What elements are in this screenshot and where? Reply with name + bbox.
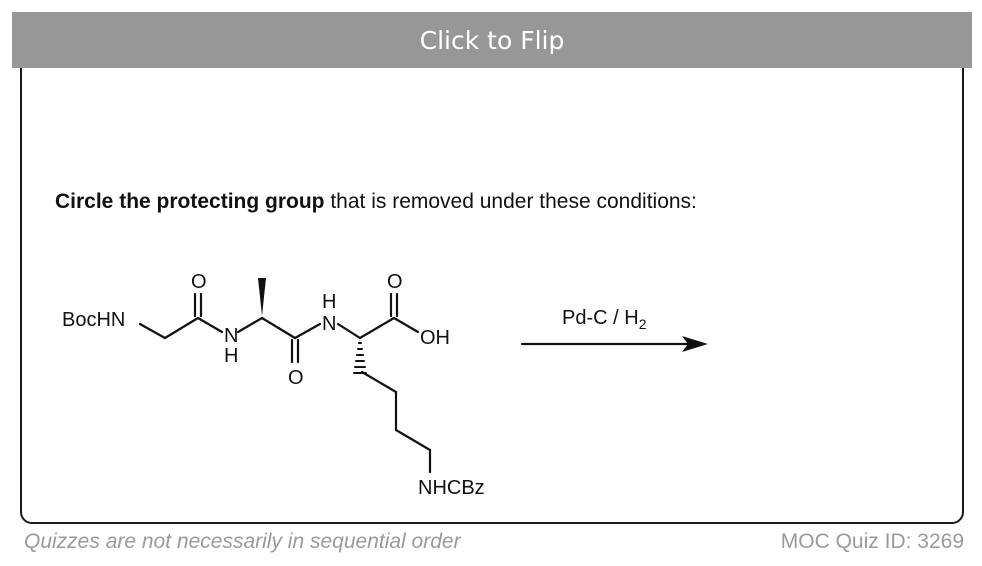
question-text: Circle the protecting group that is remo…	[55, 190, 697, 214]
carbonyl-o-2: O	[288, 367, 304, 389]
amide-n-1: N	[224, 325, 238, 347]
flip-button-label: Click to Flip	[419, 25, 565, 55]
carbonyl-o-1: O	[191, 271, 207, 293]
reagent-label: Pd-C / H2	[562, 307, 647, 332]
amide-h-2: H	[322, 291, 336, 313]
amide-h-1: H	[224, 345, 238, 367]
amide-n-2: N	[322, 313, 336, 335]
flip-button[interactable]: Click to Flip	[12, 12, 972, 68]
nhcbz-label: NHCBz	[418, 477, 485, 499]
reaction-scheme: BocHN O N H O H N O OH NHCBz Pd-C / H2	[62, 271, 708, 499]
flashcard[interactable]	[20, 14, 964, 524]
carbonyl-o-3: O	[387, 271, 403, 293]
hydroxyl-label: OH	[420, 327, 450, 349]
sequence-disclaimer: Quizzes are not necessarily in sequentia…	[24, 530, 461, 553]
question-bold: Circle the protecting group	[55, 190, 325, 213]
boc-hn-label: BocHN	[62, 309, 125, 331]
quiz-id: MOC Quiz ID: 3269	[780, 530, 964, 553]
question-rest: that is removed under these conditions:	[324, 190, 697, 213]
